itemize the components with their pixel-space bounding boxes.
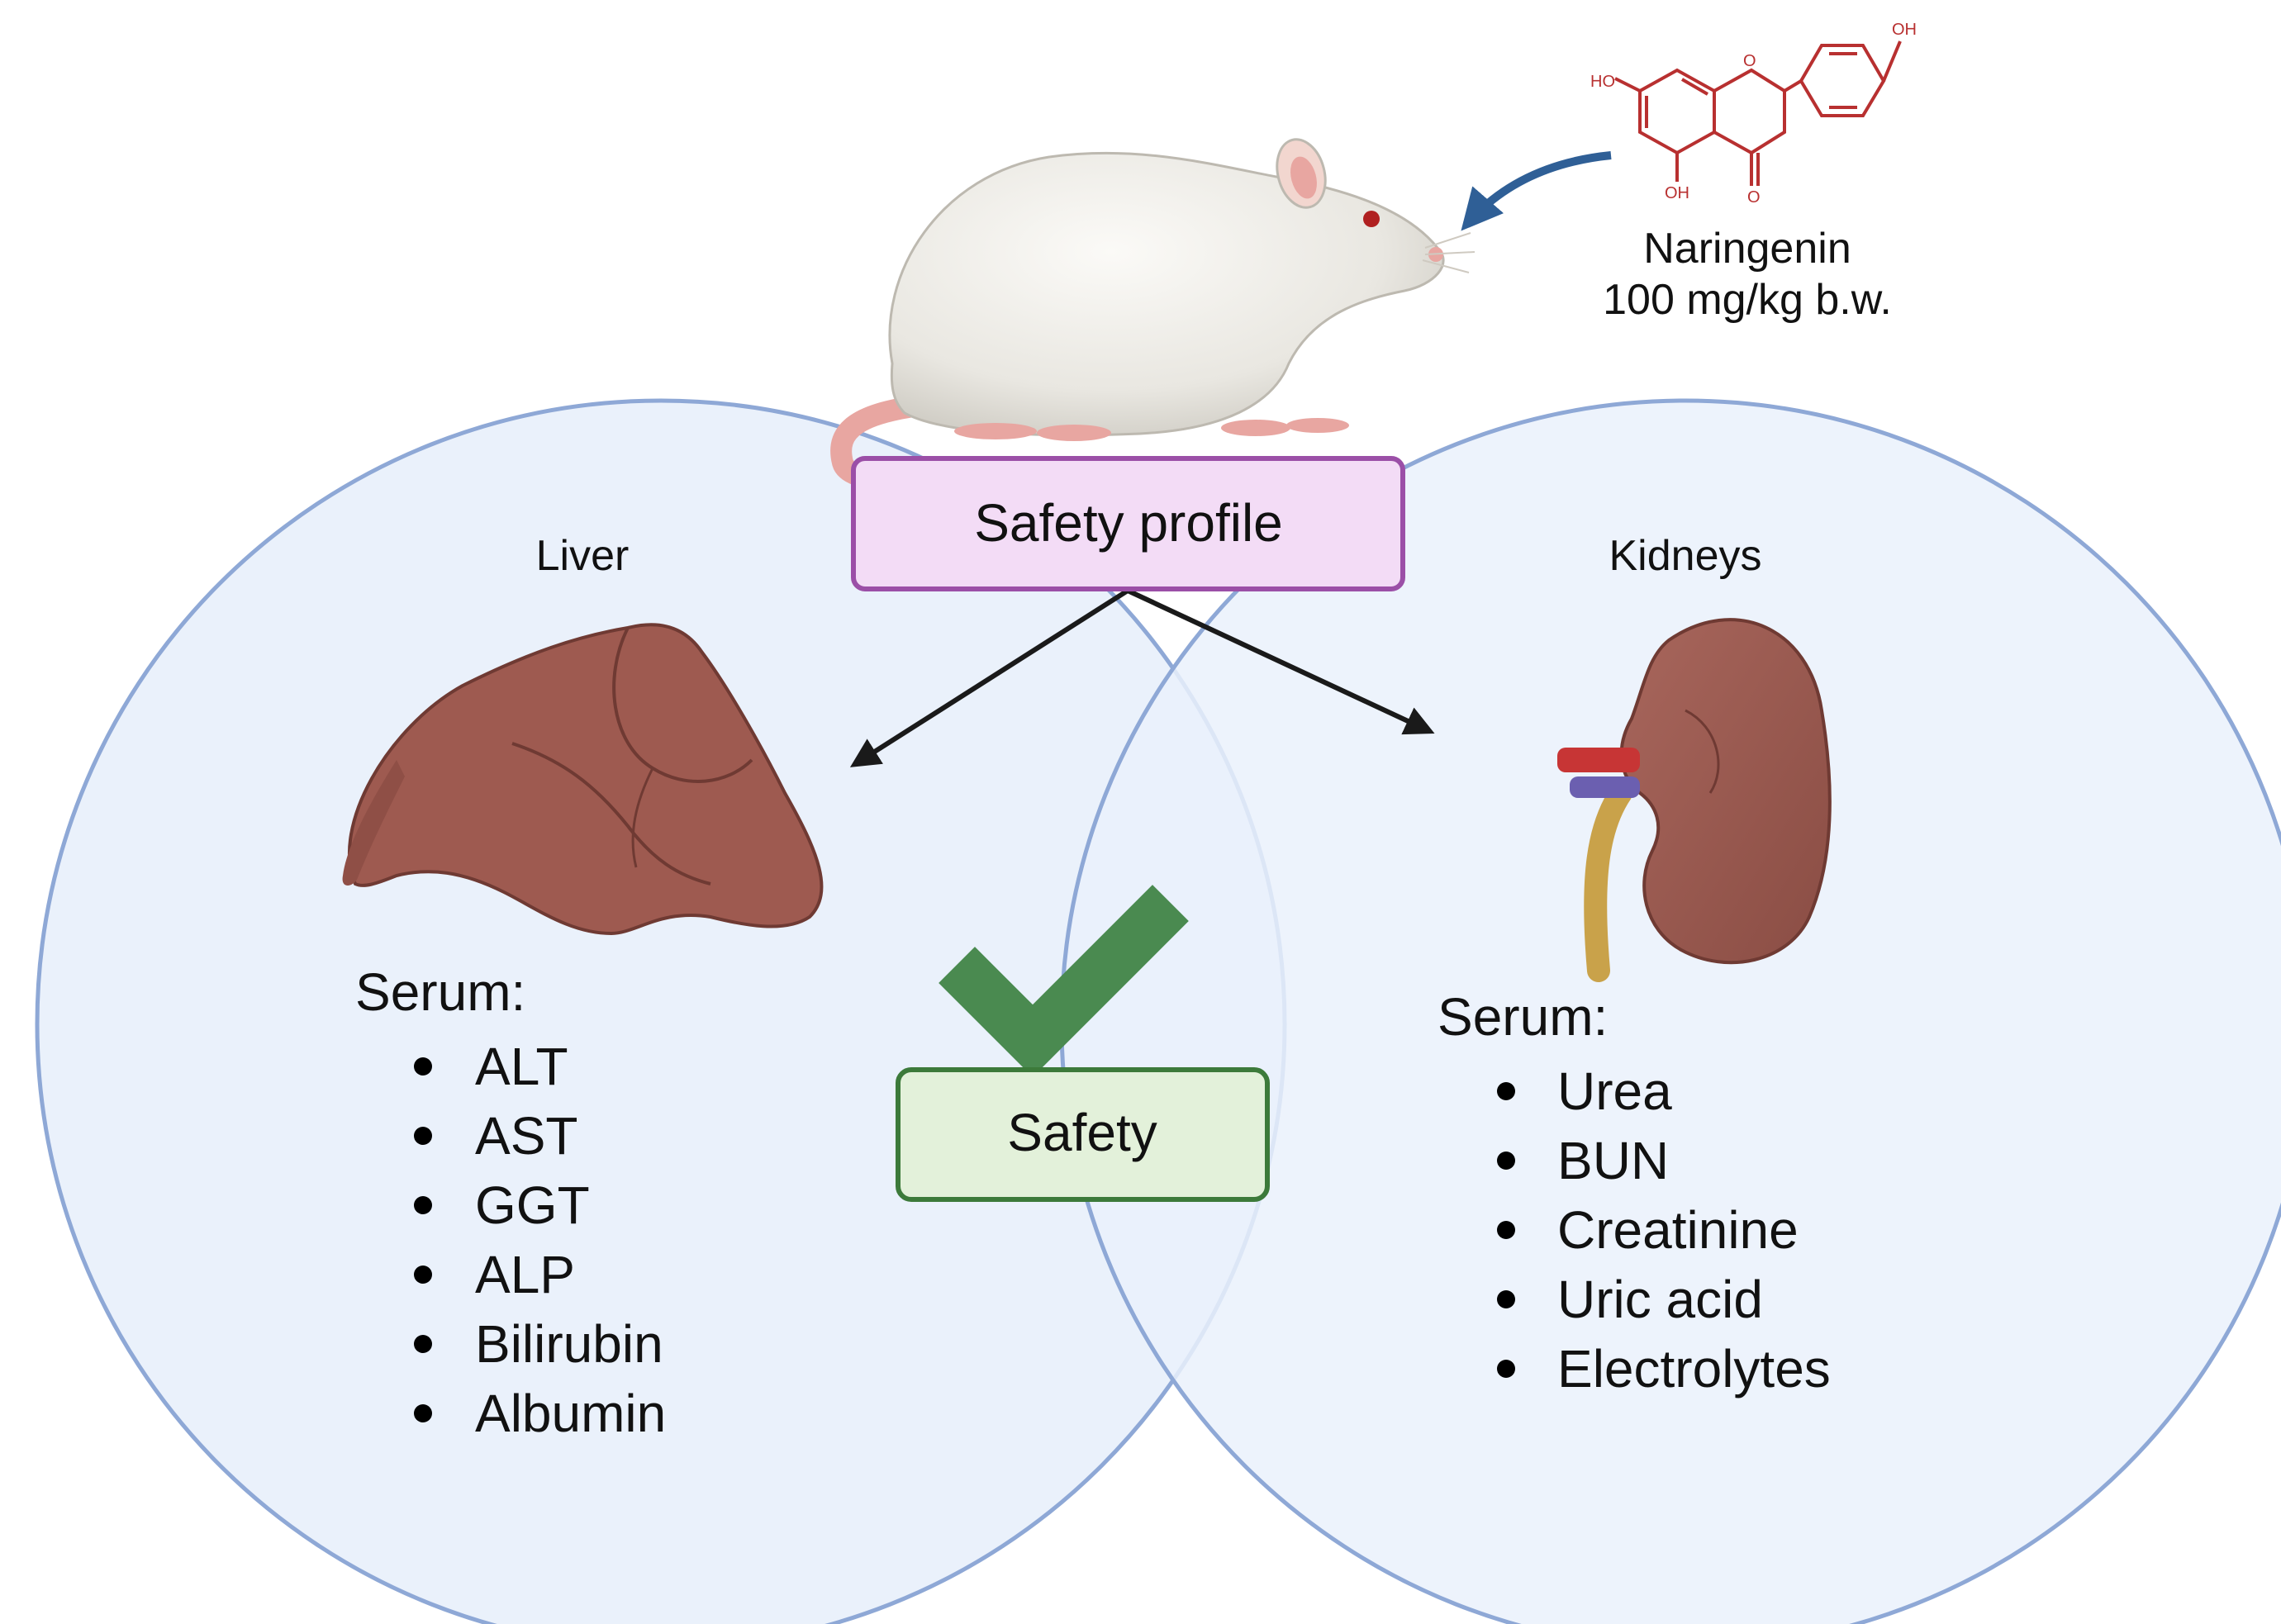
atom-label-carbonyl-o: O — [1747, 188, 1761, 207]
naringenin-structure-icon — [1614, 40, 1902, 186]
safety-profile-label: Safety profile — [974, 493, 1283, 553]
liver-marker-item: AST — [414, 1106, 577, 1166]
liver-marker-item: ALP — [414, 1245, 575, 1304]
svg-text:Uric acid: Uric acid — [1557, 1270, 1763, 1329]
rat-icon — [830, 138, 1476, 492]
structure-atom-labels: HO OH O OH O — [1590, 21, 1917, 207]
liver-icon — [342, 623, 824, 936]
kidney-serum-heading: Serum: — [1438, 987, 1608, 1047]
svg-text:ALP: ALP — [475, 1245, 575, 1304]
safety-profile-box: Safety profile — [851, 456, 1405, 591]
kidney-marker-item: Electrolytes — [1497, 1339, 1831, 1398]
svg-text:ALT: ALT — [475, 1037, 568, 1096]
svg-text:BUN: BUN — [1557, 1131, 1669, 1190]
checkmark-icon — [939, 885, 1189, 1077]
atom-label-ho: HO — [1590, 73, 1615, 91]
arrow-to-liver — [849, 588, 1129, 767]
liver-marker-item: GGT — [414, 1175, 590, 1235]
kidney-marker-item: Creatinine — [1497, 1200, 1799, 1260]
svg-text:GGT: GGT — [475, 1175, 590, 1235]
liver-serum-list: Serum: ALT AST GGT ALP Bilirubin Albumin — [355, 962, 666, 1443]
atom-label-oh-bottom: OH — [1665, 184, 1689, 202]
kidneys-title: Kidneys — [1609, 532, 1762, 580]
liver-marker-item: Albumin — [414, 1384, 666, 1443]
svg-text:Electrolytes: Electrolytes — [1557, 1339, 1831, 1398]
arrow-to-kidneys — [1126, 588, 1435, 735]
svg-text:Creatinine: Creatinine — [1557, 1200, 1799, 1260]
liver-serum-heading: Serum: — [355, 962, 525, 1022]
svg-text:AST: AST — [475, 1106, 577, 1166]
compound-name: Naringenin — [1643, 225, 1851, 273]
liver-marker-item: ALT — [414, 1037, 568, 1096]
liver-title: Liver — [536, 532, 630, 580]
kidney-marker-item: BUN — [1497, 1131, 1669, 1190]
svg-text:Albumin: Albumin — [475, 1384, 666, 1443]
kidney-icon — [1557, 618, 1832, 982]
branch-arrows — [849, 588, 1435, 767]
atom-label-oh-top: OH — [1892, 21, 1917, 39]
safety-result-label: Safety — [1007, 1103, 1157, 1162]
svg-text:Urea: Urea — [1557, 1061, 1672, 1121]
liver-marker-item: Bilirubin — [414, 1314, 663, 1374]
svg-text:Bilirubin: Bilirubin — [475, 1314, 663, 1374]
kidney-marker-item: Uric acid — [1497, 1270, 1763, 1329]
kidney-marker-item: Urea — [1497, 1061, 1672, 1121]
kidney-serum-list: Serum: Urea BUN Creatinine Uric acid Ele… — [1438, 987, 1831, 1398]
safety-result-box: Safety — [896, 1067, 1270, 1202]
dose-arrow — [1461, 151, 1612, 231]
venn-circles — [35, 398, 2281, 1624]
atom-label-ring-o: O — [1743, 52, 1756, 70]
compound-dose: 100 mg/kg b.w. — [1603, 276, 1892, 324]
